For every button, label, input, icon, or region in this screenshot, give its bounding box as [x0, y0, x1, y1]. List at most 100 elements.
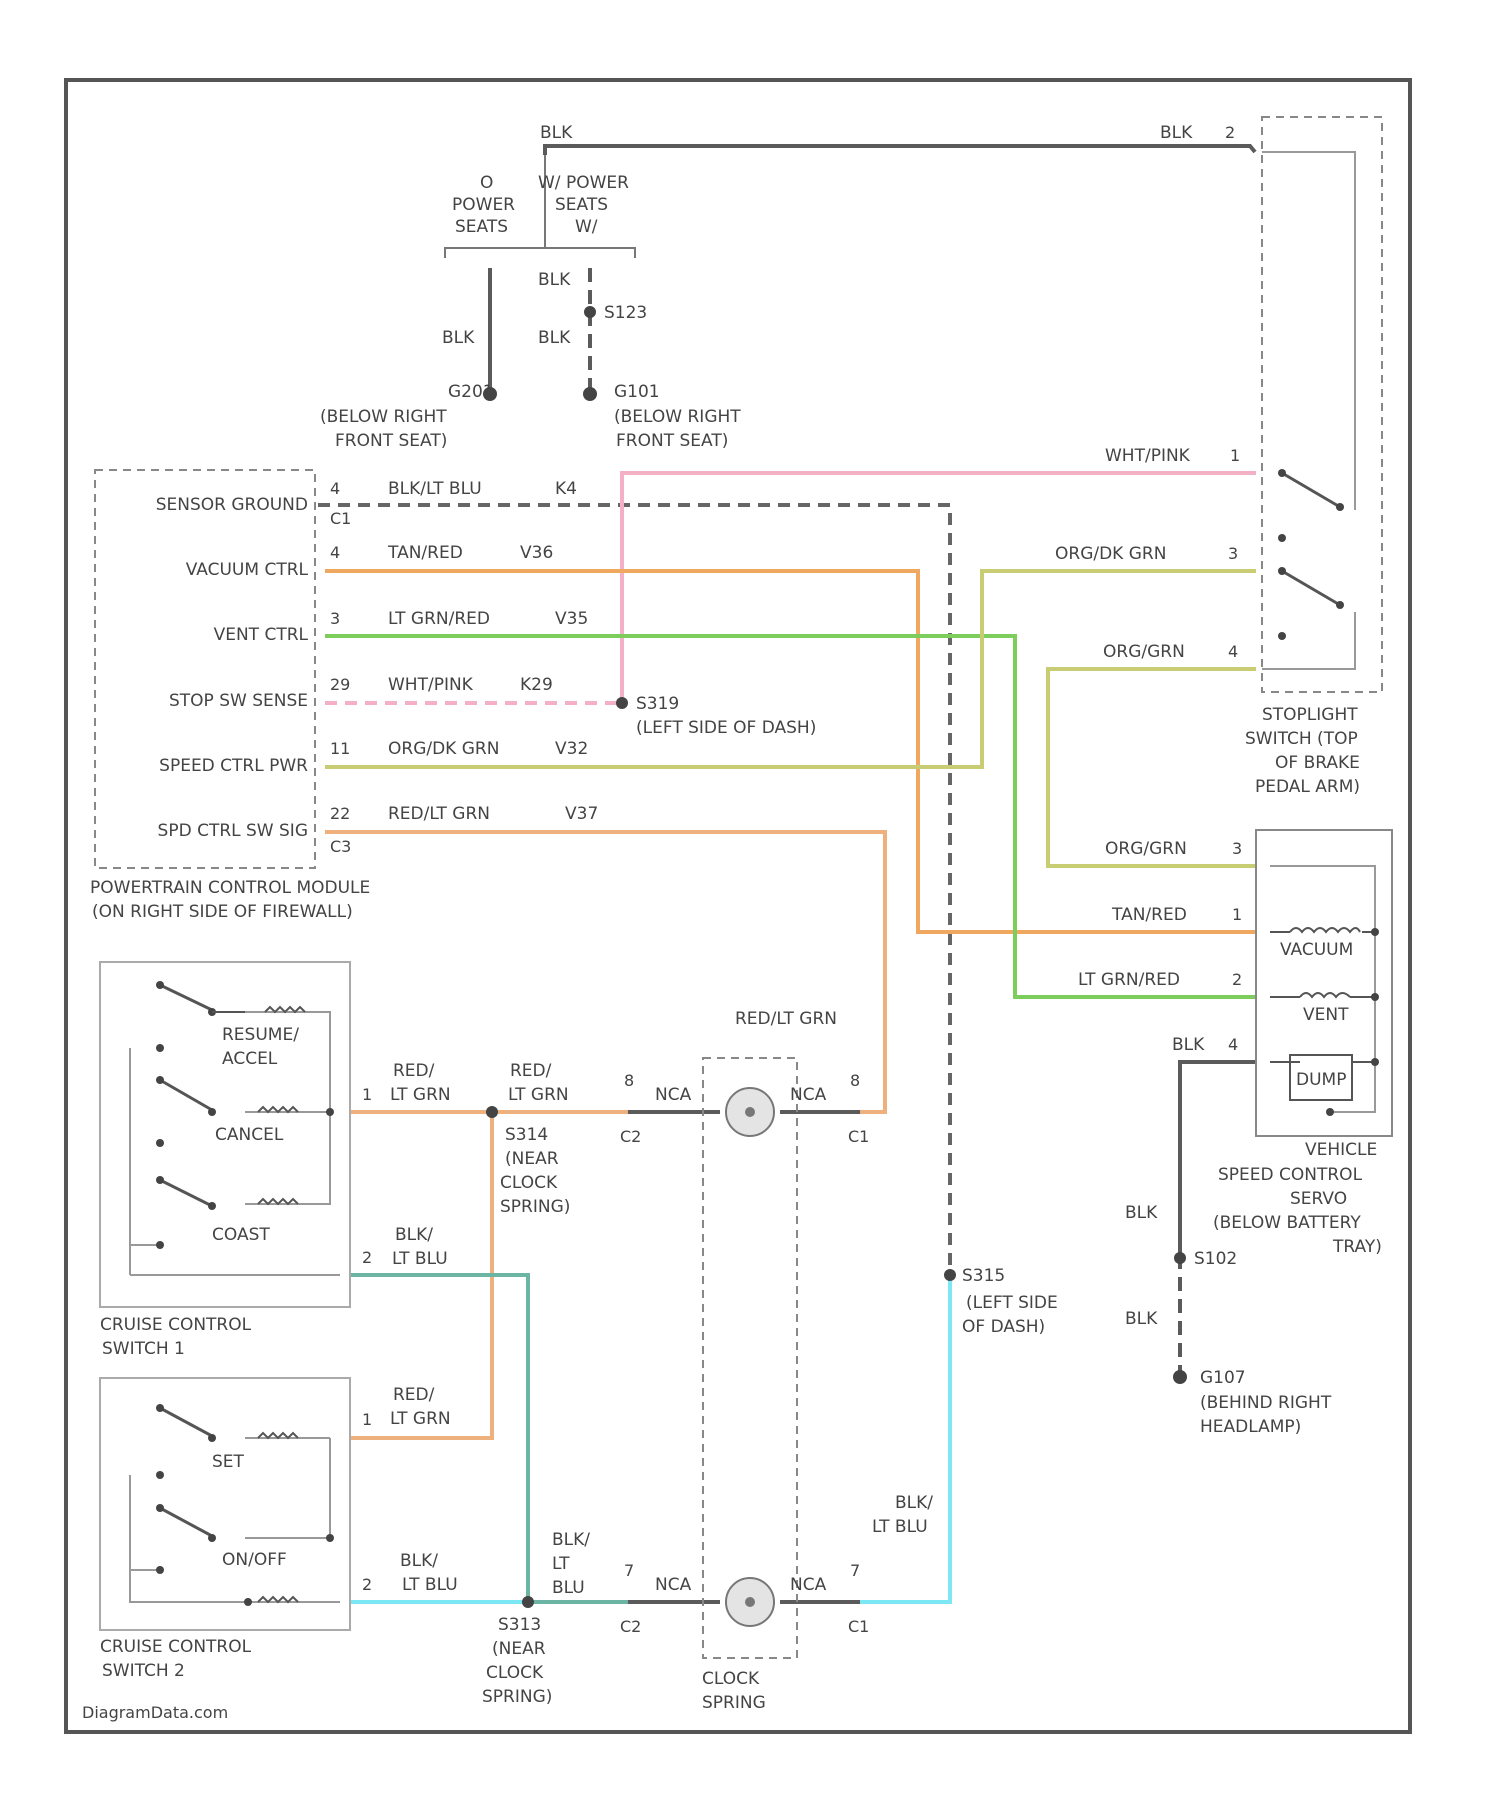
switch2-onoff-contact — [160, 1508, 212, 1536]
pcm-pin-vacuum-ctrl: VACUUM CTRL — [186, 560, 309, 580]
servo-vacuum-label: VACUUM — [1280, 940, 1353, 960]
ground-g201-loc2: FRONT SEAT) — [335, 431, 447, 451]
upper-clock-pin-right: 8 — [850, 1071, 860, 1090]
lower-clock-nca-left: NCA — [655, 1575, 692, 1595]
servo-vent-label: VENT — [1303, 1005, 1349, 1025]
switch1-label-2: SWITCH 1 — [102, 1339, 185, 1359]
splice-s313-loc3: SPRING) — [482, 1687, 552, 1707]
upper-clock-wire-b: LT GRN — [508, 1085, 569, 1105]
switch1-coast-contact — [160, 1180, 212, 1206]
switch2-pin1: 1 — [362, 1410, 372, 1429]
switch2-onoff-pivot — [156, 1504, 164, 1512]
switch1-cancel-pivot — [156, 1076, 164, 1084]
label-blk-switch: BLK — [1160, 123, 1193, 143]
pcm-circuit-v35: V35 — [555, 609, 588, 629]
label-lt-grn-red-servo: LT GRN/RED — [1078, 970, 1180, 990]
switch2-onoff-label: ON/OFF — [222, 1550, 287, 1570]
upper-clock-top-label: RED/LT GRN — [735, 1009, 837, 1029]
stoplight-label-4: PEDAL ARM) — [1255, 777, 1360, 797]
pcm-wire-sensor-ground: BLK/LT BLU — [388, 479, 482, 499]
label-stoplight-pin1: 1 — [1230, 446, 1240, 465]
servo-label-2: SPEED CONTROL — [1218, 1165, 1363, 1185]
ground-g107-id: G107 — [1200, 1368, 1246, 1388]
splice-s313 — [522, 1596, 534, 1608]
upper-clock-pin-left: 8 — [624, 1071, 634, 1090]
lower-clock-wire-a: BLK/ — [552, 1530, 590, 1550]
splice-s315-loc2: OF DASH) — [962, 1317, 1045, 1337]
splice-s319-loc: (LEFT SIDE OF DASH) — [636, 718, 816, 738]
servo-box — [1256, 830, 1392, 1136]
clock-spring: RED/LT GRN NCA NCA 8 C2 8 C1 NCA NCA 7 C… — [620, 1009, 869, 1713]
wire-label-blk-left: BLK — [442, 328, 475, 348]
lower-clock-wire-b: LT — [552, 1554, 570, 1574]
servo-vacuum-solenoid — [1290, 928, 1360, 932]
cruise-control-switch-1: RESUME/ ACCEL CANCEL COAST 1 RED/ LT GRN… — [100, 962, 451, 1359]
splice-s102-label: S102 — [1194, 1249, 1237, 1269]
switch2-label-2: SWITCH 2 — [102, 1661, 185, 1681]
switch1-resume-pivot — [156, 981, 164, 989]
splice-s102 — [1174, 1252, 1186, 1264]
label-wht-pink-switch: WHT/PINK — [1105, 446, 1191, 466]
clock-spring-lower-center — [745, 1597, 755, 1607]
pcm-pin-num-1: 4 — [330, 479, 340, 498]
switch2-onoff-node — [326, 1534, 334, 1542]
switch1-wire2a: BLK/ — [395, 1225, 433, 1245]
pcm-circuit-v36: V36 — [520, 543, 553, 563]
switch2-ground-node — [244, 1598, 252, 1606]
switch2-wire2b: LT BLU — [402, 1575, 458, 1595]
ground-g101-loc2: FRONT SEAT) — [616, 431, 728, 451]
pcm-conn-c3: C3 — [330, 837, 351, 856]
switch1-coast-label: COAST — [212, 1225, 270, 1245]
switch2-pin2: 2 — [362, 1575, 372, 1594]
switch2-onoff-stop — [156, 1566, 164, 1574]
label-servo-pin4: 4 — [1228, 1035, 1238, 1054]
switch2-set-contact — [160, 1408, 212, 1436]
label-org-dk-grn-switch: ORG/DK GRN — [1055, 544, 1166, 564]
servo-label-5: TRAY) — [1332, 1237, 1382, 1257]
switch1-accel-label: ACCEL — [222, 1049, 278, 1069]
pcm-pin-num-5: 11 — [330, 739, 350, 758]
wire-blk-top — [545, 146, 1255, 155]
ground-g201-id: G201 — [448, 382, 494, 402]
lower-right-wire-b: LT BLU — [872, 1517, 928, 1537]
stoplight-contact-2 — [1282, 571, 1340, 605]
servo-vent-node — [1371, 993, 1379, 1001]
pcm-circuit-k4: K4 — [555, 479, 577, 499]
clock-spring-box — [703, 1058, 797, 1658]
pcm-wire-spd-sig: RED/LT GRN — [388, 804, 490, 824]
label-stoplight-pin3: 3 — [1228, 544, 1238, 563]
label-servo-pin1: 1 — [1232, 905, 1242, 924]
ground-g107-loc2: HEADLAMP) — [1200, 1417, 1301, 1437]
speed-control-servo: VACUUM VENT DUMP VEHICLE SPEED CONTROL S… — [1213, 830, 1392, 1257]
servo-vacuum-node — [1371, 928, 1379, 936]
stoplight-contact-2-tip — [1336, 601, 1344, 609]
pcm-conn-c1: C1 — [330, 509, 351, 528]
lower-clock-pin-right: 7 — [850, 1561, 860, 1580]
switch2-set-stop — [156, 1471, 164, 1479]
label-servo-ground-blk-lower: BLK — [1125, 1309, 1158, 1329]
clock-spring-label-2: SPRING — [702, 1693, 766, 1713]
footer-watermark: DiagramData.com — [82, 1703, 228, 1722]
servo-dump-label: DUMP — [1296, 1070, 1346, 1090]
ground-g101 — [583, 387, 597, 401]
pcm-circuit-k29: K29 — [520, 675, 553, 695]
lower-clock-pin-left: 7 — [624, 1561, 634, 1580]
pcm-circuit-v32: V32 — [555, 739, 588, 759]
label-servo-pin3: 3 — [1232, 839, 1242, 858]
splice-s315-label: S315 — [962, 1266, 1005, 1286]
ground-g201-loc1: (BELOW RIGHT — [320, 407, 447, 427]
servo-label-4: (BELOW BATTERY — [1213, 1213, 1361, 1233]
stoplight-contact-1 — [1282, 473, 1340, 507]
label-stoplight-pin4: 4 — [1228, 642, 1238, 661]
label-servo-pin2: 2 — [1232, 970, 1242, 989]
label-servo-ground-blk-upper: BLK — [1125, 1203, 1158, 1223]
label-org-grn-servo: ORG/GRN — [1105, 839, 1187, 859]
switch1-wire1b: LT GRN — [390, 1085, 451, 1105]
wire-org-grn — [1048, 669, 1256, 866]
lower-clock-wire-c: BLU — [552, 1578, 585, 1598]
stoplight-switch: STOPLIGHT SWITCH (TOP OF BRAKE PEDAL ARM… — [1245, 117, 1382, 797]
stoplight-contact-1-stop — [1278, 534, 1286, 542]
splice-s319 — [616, 697, 628, 709]
splice-s313-loc2: CLOCK — [486, 1663, 544, 1683]
wire-label-blk-right-upper: BLK — [538, 270, 571, 290]
